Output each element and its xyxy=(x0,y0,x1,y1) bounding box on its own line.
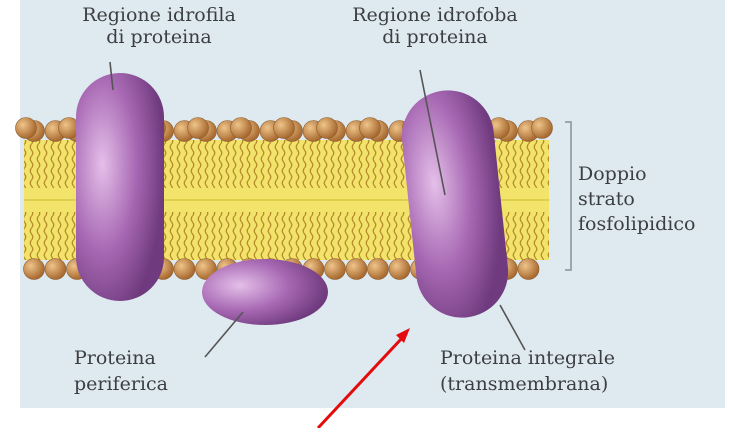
leader-line-integral xyxy=(500,305,525,350)
label-bilayer-line-3: fosfolipidico xyxy=(578,212,695,237)
label-peripheral-line-2: periferica xyxy=(74,371,168,397)
phospholipid-head xyxy=(24,259,45,280)
phospholipid-head xyxy=(389,259,410,280)
phospholipid-head xyxy=(346,259,367,280)
phospholipid-head xyxy=(45,259,66,280)
label-hydrophilic-line-1: Regione idrofila xyxy=(64,4,254,26)
left-integral-protein xyxy=(76,73,164,301)
phospholipid-head xyxy=(16,118,37,139)
label-hydrophobic-line-1: Regione idrofoba xyxy=(340,4,530,26)
red-arrow-line xyxy=(318,337,403,428)
label-peripheral-line-1: Proteina xyxy=(74,345,168,371)
phospholipid-head xyxy=(360,118,381,139)
label-peripheral-protein: Proteina periferica xyxy=(74,345,168,397)
bilayer-bracket xyxy=(565,122,571,270)
label-hydrophilic-line-2: di proteina xyxy=(64,26,254,48)
phospholipid-head xyxy=(325,259,346,280)
phospholipid-head xyxy=(231,118,252,139)
phospholipid-head xyxy=(532,118,553,139)
peripheral-protein xyxy=(202,259,328,325)
phospholipid-head xyxy=(188,118,209,139)
label-integral-line-2: (transmembrana) xyxy=(440,371,615,397)
phospholipid-head xyxy=(368,259,389,280)
phospholipid-head xyxy=(274,118,295,139)
label-bilayer-line-2: strato xyxy=(578,187,695,212)
label-integral-line-1: Proteina integrale xyxy=(440,345,615,371)
phospholipid-head xyxy=(518,259,539,280)
label-integral-protein: Proteina integrale (transmembrana) xyxy=(440,345,615,397)
label-bilayer-line-1: Doppio xyxy=(578,162,695,187)
phospholipid-head xyxy=(174,259,195,280)
label-bilayer: Doppio strato fosfolipidico xyxy=(578,162,695,237)
label-hydrophilic-region: Regione idrofila di proteina xyxy=(64,4,254,48)
leader-line-peripheral xyxy=(205,312,243,357)
label-hydrophobic-line-2: di proteina xyxy=(340,26,530,48)
label-hydrophobic-region: Regione idrofoba di proteina xyxy=(340,4,530,48)
phospholipid-head xyxy=(317,118,338,139)
